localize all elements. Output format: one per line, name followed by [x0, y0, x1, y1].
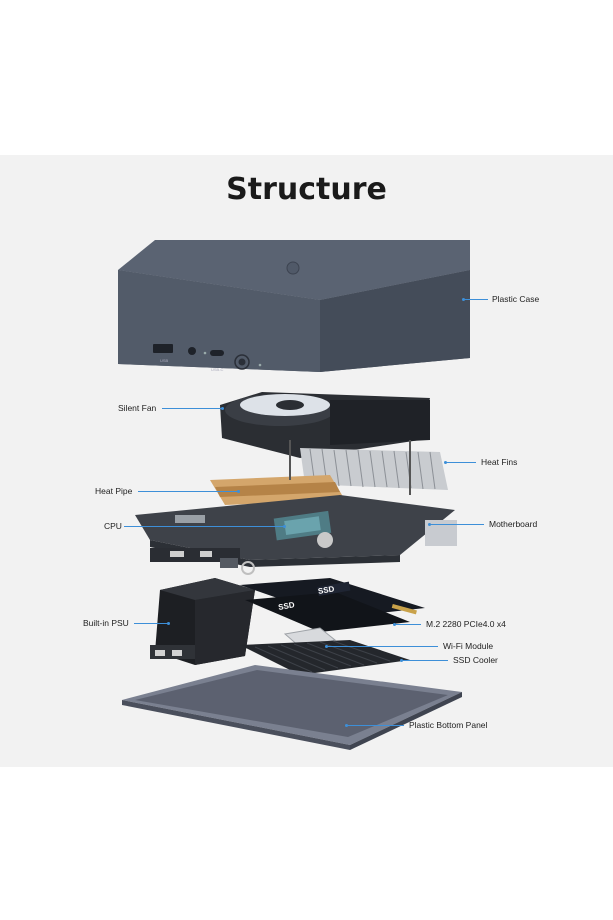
label-built-in-psu: Built-in PSU: [83, 618, 129, 628]
svg-text:SSD: SSD: [317, 584, 335, 596]
label-motherboard: Motherboard: [489, 519, 538, 529]
leader-dot-silent-fan: [221, 407, 224, 410]
page-title: Structure: [226, 172, 387, 207]
heat-pipe-illustration: [210, 440, 411, 505]
label-heat-fins: Heat Fins: [481, 457, 518, 467]
leader-dot-plastic-case: [462, 298, 465, 301]
label-wifi-module: Wi-Fi Module: [443, 641, 494, 651]
label-silent-fan: Silent Fan: [118, 403, 157, 413]
bottom-panel-illustration: [122, 665, 462, 750]
label-plastic-case: Plastic Case: [492, 294, 540, 304]
leader-m2-ssd: [395, 624, 421, 625]
leader-dot-built-in-psu: [167, 622, 170, 625]
leader-cpu: [124, 526, 284, 527]
leader-plastic-case: [464, 299, 488, 300]
leader-dot-bottom-panel: [345, 724, 348, 727]
psu-illustration: [150, 578, 255, 665]
plastic-case-illustration: USB USB-C: [118, 240, 470, 372]
label-m2-ssd: M.2 2280 PCIe4.0 x4: [426, 619, 506, 629]
leader-dot-heat-pipe: [237, 490, 240, 493]
leader-heat-pipe: [138, 491, 238, 492]
label-ssd-cooler: SSD Cooler: [453, 655, 498, 665]
leader-dot-motherboard: [428, 523, 431, 526]
svg-text:SSD: SSD: [277, 600, 295, 612]
ssd-illustration: SSD SSD: [240, 578, 425, 632]
label-bottom-panel: Plastic Bottom Panel: [409, 720, 488, 730]
leader-built-in-psu: [134, 623, 168, 624]
label-heat-pipe: Heat Pipe: [95, 486, 133, 496]
ssd-cooler-illustration: [240, 640, 410, 675]
leader-heat-fins: [446, 462, 476, 463]
svg-text:USB: USB: [160, 358, 169, 363]
leader-dot-wifi-module: [325, 645, 328, 648]
leader-bottom-panel: [347, 725, 404, 726]
leader-dot-cpu: [283, 525, 286, 528]
leader-dot-m2-ssd: [393, 623, 396, 626]
label-cpu: CPU: [104, 521, 122, 531]
leader-wifi-module: [327, 646, 438, 647]
leader-dot-heat-fins: [444, 461, 447, 464]
leader-dot-ssd-cooler: [400, 659, 403, 662]
leader-silent-fan: [162, 408, 222, 409]
svg-text:USB-C: USB-C: [211, 367, 224, 372]
motherboard-illustration: [135, 495, 457, 575]
silent-fan-illustration: [220, 392, 430, 458]
leader-ssd-cooler: [402, 660, 448, 661]
leader-motherboard: [430, 524, 484, 525]
